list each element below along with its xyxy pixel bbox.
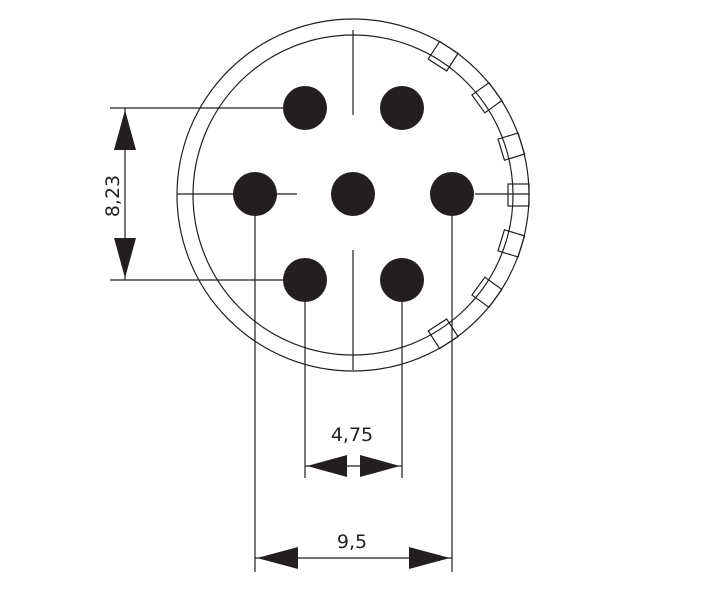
coding-keys [427, 40, 530, 350]
pin [380, 258, 424, 302]
coding-key [507, 183, 530, 207]
dimension-outer-span: 9,5 [255, 531, 452, 569]
extension-lines [110, 107, 453, 572]
coding-key [497, 132, 526, 161]
coding-key [471, 81, 503, 114]
pin [331, 172, 375, 216]
pin [233, 172, 277, 216]
arrow-left-icon [257, 547, 298, 569]
dimension-vertical: 8,23 [102, 108, 136, 280]
coding-key [471, 276, 503, 309]
dimension-label-vertical: 8,23 [102, 175, 124, 217]
arrow-right-icon [360, 455, 400, 477]
pin [283, 258, 327, 302]
arrow-left-icon [307, 455, 347, 477]
pin [380, 86, 424, 130]
pin [430, 172, 474, 216]
arrow-right-icon [409, 547, 450, 569]
pins [233, 86, 474, 302]
pin [283, 86, 327, 130]
arrow-down-icon [114, 238, 136, 278]
dimension-pin-pitch: 4,75 [305, 424, 402, 477]
coding-key [497, 229, 526, 258]
arrow-up-icon [114, 110, 136, 150]
coding-key [427, 40, 459, 72]
dimension-label-pin-pitch: 4,75 [331, 424, 373, 446]
dimension-label-outer-span: 9,5 [337, 531, 367, 553]
